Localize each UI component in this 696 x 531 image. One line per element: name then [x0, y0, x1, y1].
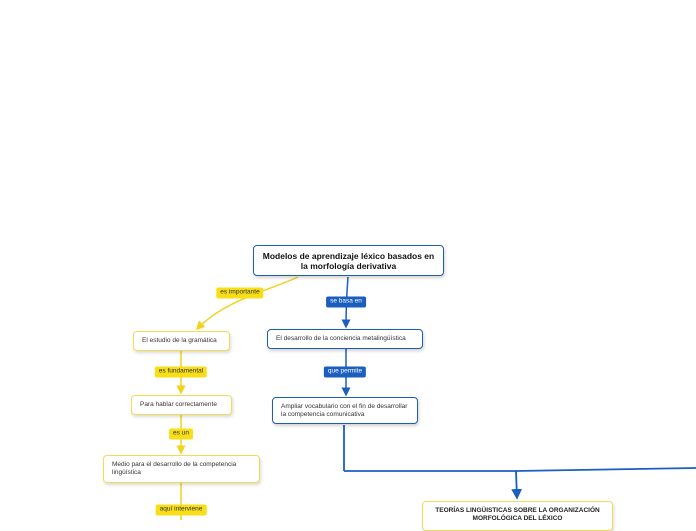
- link-label-que-permite: que permite: [323, 366, 367, 378]
- node-vocabulario-text: Ampliar vocabulario con el fin de desarr…: [281, 402, 408, 418]
- node-estudio-gramatica[interactable]: El estudio de la gramática: [133, 331, 230, 351]
- node-teorias-linguisticas[interactable]: TEORÍAS LINGÜISTICAS SOBRE LA ORGANIZACI…: [422, 501, 613, 531]
- node-ampliar-vocabulario[interactable]: Ampliar vocabulario con el fin de desarr…: [272, 397, 418, 424]
- link-label-es-fundamental: es fundamental: [154, 366, 208, 378]
- root-topic[interactable]: Modelos de aprendizaje léxico basados en…: [253, 245, 444, 276]
- link-label-se-basa-en: se basa en: [326, 296, 366, 308]
- node-hablar-text: Para hablar correctamente: [140, 401, 217, 408]
- node-gramatica-text: El estudio de la gramática: [142, 337, 217, 344]
- root-topic-title: Modelos de aprendizaje léxico basados en…: [262, 250, 435, 271]
- node-hablar-correctamente[interactable]: Para hablar correctamente: [131, 395, 232, 415]
- connector-root-gramatica: [195, 276, 299, 331]
- node-conciencia-metalinguistica[interactable]: El desarrollo de la conciencia metalingü…: [267, 329, 423, 349]
- node-teorias-text: TEORÍAS LINGÜISTICAS SOBRE LA ORGANIZACI…: [435, 507, 600, 522]
- link-label-es-importante: es importante: [216, 287, 264, 299]
- link-label-es-un: es un: [169, 428, 193, 440]
- connector-horizontal-right: [344, 467, 696, 472]
- connector-to-teorias: [511, 470, 523, 500]
- link-label-aqui-interviene: aquí interviene: [155, 504, 207, 516]
- node-medio-text: Medio para el desarrollo de la competenc…: [112, 461, 237, 476]
- node-medio-competencia[interactable]: Medio para el desarrollo de la competenc…: [103, 455, 260, 483]
- node-conciencia-text: El desarrollo de la conciencia metalingü…: [276, 335, 406, 342]
